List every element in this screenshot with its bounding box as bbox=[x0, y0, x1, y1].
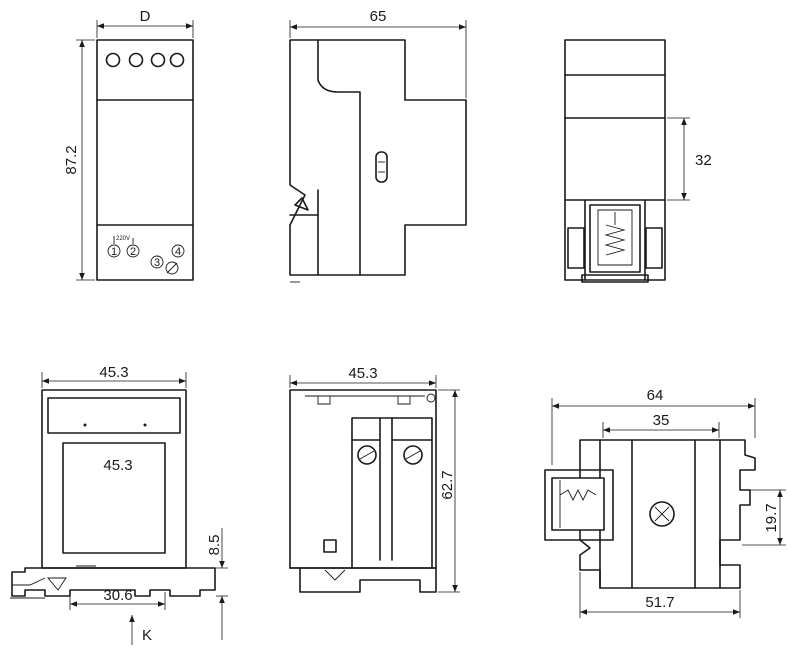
top-lower-width-label: 51.7 bbox=[645, 594, 674, 611]
front-view: 1 2 3 4 220V D 87.2 bbox=[63, 8, 194, 281]
top-view: 64 35 51.7 19.7 bbox=[544, 387, 786, 618]
side-view: 65 bbox=[289, 8, 467, 283]
front-height-label: 87.2 bbox=[63, 145, 80, 174]
bottom-marker-label: K bbox=[142, 627, 152, 644]
bottom-window-label: 45.3 bbox=[103, 457, 132, 474]
open-height-label: 62.7 bbox=[439, 470, 456, 499]
back-offset-label: 32 bbox=[695, 152, 712, 169]
open-width-label: 45.3 bbox=[348, 365, 377, 382]
terminal-4-label: 4 bbox=[175, 246, 181, 258]
top-height-label: 19.7 bbox=[763, 503, 780, 532]
front-width-label: D bbox=[140, 8, 151, 25]
side-width-label: 65 bbox=[370, 8, 387, 25]
bottom-rail-height-label: 8.5 bbox=[206, 535, 223, 556]
bottom-width-label: 45.3 bbox=[99, 364, 128, 381]
terminal-3-label: 3 bbox=[154, 257, 160, 269]
bottom-view: 45.3 45.3 8.5 30.6 K bbox=[10, 364, 228, 645]
terminal-2-label: 2 bbox=[130, 246, 136, 258]
top-inner-width-label: 35 bbox=[653, 412, 670, 429]
open-front-view: 45.3 62.7 bbox=[289, 365, 460, 593]
terminal-1-label: 1 bbox=[111, 246, 117, 258]
top-total-width-label: 64 bbox=[647, 387, 664, 404]
back-view: 32 bbox=[564, 39, 712, 283]
bottom-rail-width-label: 30.6 bbox=[103, 587, 132, 604]
terminal-block: 1 2 3 4 220V bbox=[107, 236, 185, 275]
voltage-label: 220V bbox=[116, 236, 130, 242]
